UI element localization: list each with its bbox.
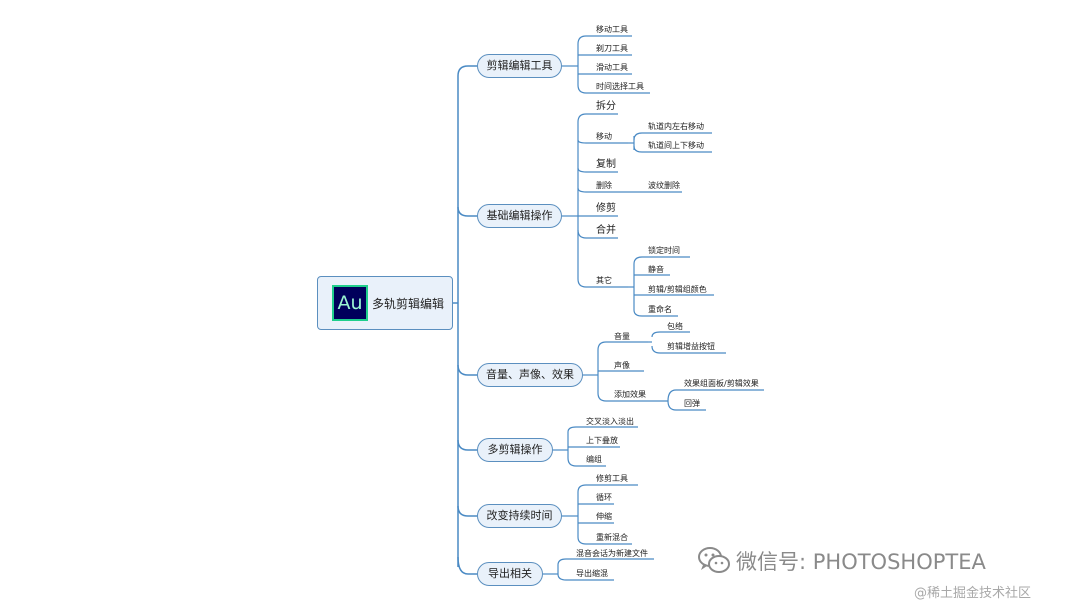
leaf-node[interactable]: 上下叠放 — [586, 436, 618, 445]
leaf-node[interactable]: 移动 — [596, 132, 612, 141]
sub-leaf-node[interactable]: 轨道内左右移动 — [648, 122, 704, 131]
sub-leaf-node[interactable]: 回弹 — [684, 399, 700, 408]
leaf-node[interactable]: 音量 — [614, 332, 630, 341]
branch-node-export[interactable]: 导出相关 — [477, 562, 543, 586]
leaf-node[interactable]: 混音会话为新建文件 — [576, 549, 648, 558]
sub-leaf-node[interactable]: 波纹删除 — [648, 181, 680, 190]
leaf-node[interactable]: 修剪工具 — [596, 474, 628, 483]
branch-node-multi-clip[interactable]: 多剪辑操作 — [477, 438, 553, 462]
leaf-node[interactable]: 添加效果 — [614, 390, 646, 399]
leaf-node[interactable]: 重新混合 — [596, 533, 628, 542]
watermark-site: @稀土掘金技术社区 — [914, 586, 1032, 601]
root-label: 多轨剪辑编辑 — [372, 297, 445, 311]
sub-leaf-node[interactable]: 锁定时间 — [648, 246, 680, 255]
sub-leaf-node[interactable]: 剪辑增益按钮 — [667, 342, 715, 351]
leaf-node[interactable]: 滑动工具 — [596, 63, 628, 72]
leaf-node[interactable]: 导出缩混 — [576, 569, 608, 578]
branch-node-volume-pan-effects[interactable]: 音量、声像、效果 — [477, 363, 583, 387]
leaf-node[interactable]: 复制 — [596, 159, 616, 170]
leaf-node[interactable]: 修剪 — [596, 203, 616, 214]
sub-leaf-node[interactable]: 静音 — [648, 265, 664, 274]
leaf-node[interactable]: 编组 — [586, 455, 602, 464]
leaf-node[interactable]: 时间选择工具 — [596, 82, 644, 91]
branch-node-change-duration[interactable]: 改变持续时间 — [477, 504, 562, 528]
sub-leaf-node[interactable]: 剪辑/剪辑组颜色 — [648, 285, 707, 294]
sub-leaf-node[interactable]: 效果组面板/剪辑效果 — [684, 379, 759, 388]
watermark-wechat-id: 微信号: PHOTOSHOPTEA — [736, 550, 986, 574]
leaf-node[interactable]: 拆分 — [596, 101, 616, 112]
wechat-icon — [698, 547, 730, 573]
leaf-node[interactable]: 伸缩 — [596, 512, 612, 521]
leaf-node[interactable]: 循环 — [596, 493, 612, 502]
sub-leaf-node[interactable]: 包络 — [667, 322, 683, 331]
sub-leaf-node[interactable]: 重命名 — [648, 305, 672, 314]
branch-node-basic-edit[interactable]: 基础编辑操作 — [477, 204, 562, 228]
leaf-node[interactable]: 其它 — [596, 276, 612, 285]
leaf-node[interactable]: 交叉淡入淡出 — [586, 417, 634, 426]
root-node[interactable]: Au 多轨剪辑编辑 — [317, 276, 453, 330]
leaf-node[interactable]: 删除 — [596, 181, 612, 190]
branch-node-clip-edit-tools[interactable]: 剪辑编辑工具 — [477, 54, 562, 78]
leaf-node[interactable]: 剃刀工具 — [596, 44, 628, 53]
leaf-node[interactable]: 声像 — [614, 361, 630, 370]
audition-logo: Au — [332, 285, 368, 321]
leaf-node[interactable]: 移动工具 — [596, 25, 628, 34]
leaf-node[interactable]: 合并 — [596, 225, 616, 236]
sub-leaf-node[interactable]: 轨道间上下移动 — [648, 141, 704, 150]
